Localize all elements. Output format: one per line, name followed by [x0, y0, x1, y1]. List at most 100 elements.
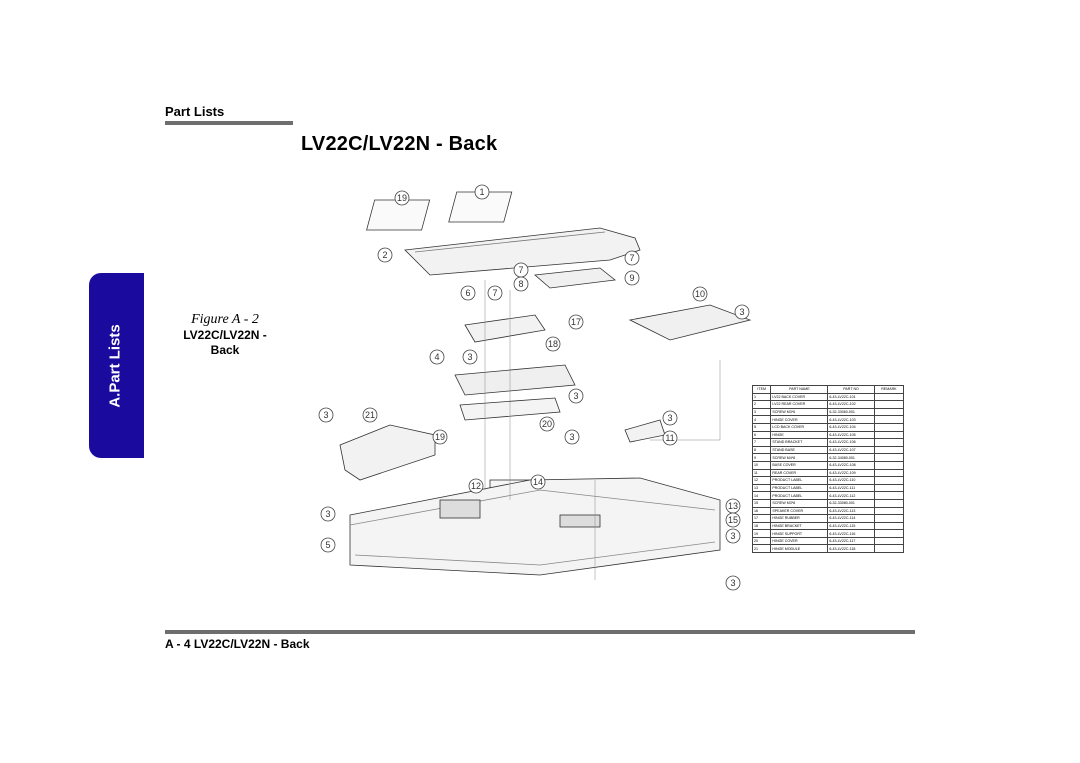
parts-table-cell: HINGE MODULE — [770, 544, 829, 554]
parts-table-cell: 11 — [751, 468, 772, 478]
parts-table-cell: 6-32-33080-001 — [827, 498, 875, 508]
part-callout-number: 3 — [739, 307, 744, 317]
parts-table-cell: 6 — [751, 430, 772, 440]
parts-table-cell — [873, 407, 905, 417]
part-callout: 11 — [662, 430, 678, 446]
parts-table-cell: PRODUCT LABEL — [770, 483, 829, 493]
part-callout-number: 11 — [665, 433, 674, 443]
part-callout-number: 21 — [365, 410, 375, 420]
part-callout-number: 17 — [571, 317, 581, 327]
figure-label: Figure A - 2 — [191, 312, 259, 327]
parts-table-cell: PRODUCT LABEL — [770, 476, 829, 485]
part-callout: 21 — [362, 407, 378, 423]
parts-table-cell: 5 — [751, 422, 772, 432]
parts-table-cell: SCREW M3*6 — [770, 407, 829, 417]
figure-title-line1: LV22C/LV22N - — [183, 328, 267, 342]
part-callout-number: 15 — [728, 515, 738, 525]
parts-table-cell: 6-43-LV22C-113 — [827, 506, 875, 516]
parts-table-cell: SCREW M3*8 — [770, 498, 829, 508]
parts-table-cell: 16 — [751, 506, 772, 516]
parts-table-cell: 6-43-LV22C-111 — [827, 483, 875, 493]
part-callout-number: 9 — [629, 273, 634, 283]
parts-table-cell — [873, 483, 905, 493]
parts-table-cell: 6-43-LV22C-114 — [827, 514, 875, 523]
parts-table-cell: 20 — [751, 536, 772, 546]
parts-table-cell: HINGE — [770, 430, 829, 440]
parts-table-cell: 6-43-LV22C-106 — [827, 438, 875, 447]
part-callout: 19 — [432, 429, 448, 445]
parts-table-cell — [873, 460, 905, 470]
part-callout: 9 — [624, 270, 640, 286]
parts-table-cell: 3 — [751, 407, 772, 417]
parts-table-cell: 8 — [751, 445, 772, 455]
part-callout-number: 3 — [667, 413, 672, 423]
parts-table-cell: PRODUCT LABEL — [770, 491, 829, 500]
parts-table-cell — [873, 400, 905, 409]
parts-table-cell: 9 — [751, 453, 772, 462]
part-callout: 3 — [320, 506, 336, 522]
parts-table-cell — [873, 476, 905, 485]
part-callout-number: 18 — [548, 339, 558, 349]
part-callout-number: 6 — [465, 288, 470, 298]
parts-table-cell: 7 — [751, 438, 772, 447]
parts-table-cell: 1 — [751, 392, 772, 402]
part-callout: 10 — [692, 286, 708, 302]
part-callout: 5 — [320, 537, 336, 553]
parts-table-cell: 6-32-34080-001 — [827, 453, 875, 462]
parts-table-cell — [873, 468, 905, 478]
parts-table-cell: 6-43-LV22C-105 — [827, 430, 875, 440]
part-callout: 8 — [513, 276, 529, 292]
parts-table-cell: 4 — [751, 415, 772, 424]
parts-table-cell: SCREW M4*8 — [770, 453, 829, 462]
section-rule — [165, 121, 293, 125]
part-callout-number: 7 — [518, 265, 523, 275]
parts-table-cell: 6-43-LV22C-107 — [827, 445, 875, 455]
part-callout: 7 — [487, 285, 503, 301]
parts-table-cell — [873, 506, 905, 516]
parts-table-cell: 6-43-LV22C-117 — [827, 536, 875, 546]
parts-table-cell: 14 — [751, 491, 772, 500]
part-callout: 14 — [530, 474, 546, 490]
part-callout-number: 1 — [479, 187, 484, 197]
parts-table-cell: 17 — [751, 514, 772, 523]
parts-table-cell: 6-43-LV22C-110 — [827, 476, 875, 485]
side-tab[interactable]: A.Part Lists — [89, 273, 144, 458]
part-callout: 7 — [624, 250, 640, 266]
part-callout: 6 — [460, 285, 476, 301]
parts-table-cell: 6-43-LV22C-108 — [827, 460, 875, 470]
part-callout: 3 — [725, 575, 741, 591]
footer-page-label: A - 4 LV22C/LV22N - Back — [165, 637, 310, 651]
parts-table-cell: 18 — [751, 521, 772, 531]
parts-table-cell: 13 — [751, 483, 772, 493]
part-callout: 3 — [564, 429, 580, 445]
part-callout-number: 7 — [492, 288, 497, 298]
parts-table-cell: HINGE COVER — [770, 536, 829, 546]
part-callout: 3 — [462, 349, 478, 365]
parts-table-header: PART NO — [827, 385, 875, 394]
parts-table-cell: LCD BACK COVER — [770, 422, 829, 432]
part-callout-number: 3 — [325, 509, 330, 519]
parts-table-cell: 6-43-LV22C-118 — [827, 544, 875, 554]
parts-table-cell: 6-43-LV22C-103 — [827, 415, 875, 424]
parts-table-cell — [873, 514, 905, 523]
parts-table-cell: 6-32-33060-001 — [827, 407, 875, 417]
part-callout: 3 — [725, 528, 741, 544]
parts-table-cell — [873, 491, 905, 500]
parts-table-cell — [873, 529, 905, 538]
parts-table-cell — [873, 438, 905, 447]
part-callout: 12 — [468, 478, 484, 494]
part-callout-number: 14 — [533, 477, 543, 487]
